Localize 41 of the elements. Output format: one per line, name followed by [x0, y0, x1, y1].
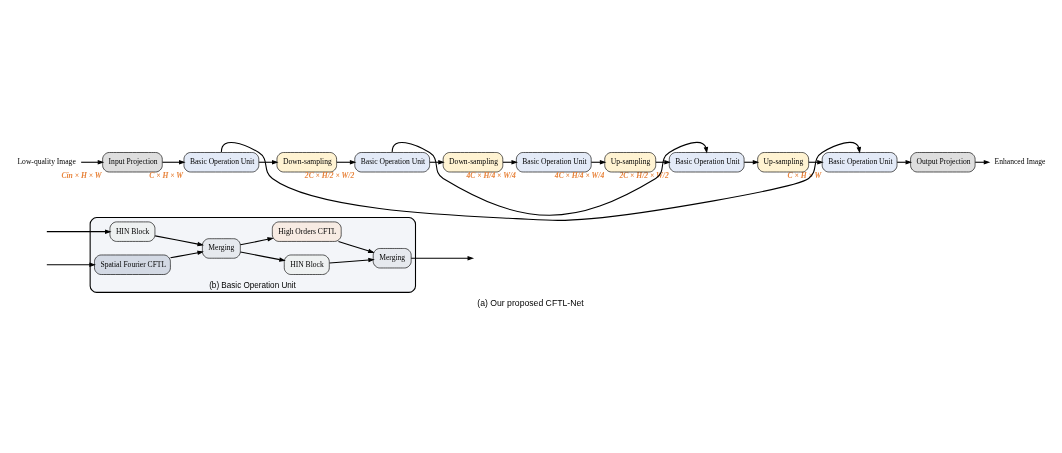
arrow	[743, 160, 760, 165]
node-box: HIN Block	[283, 254, 330, 275]
node-label: Cin × H × W	[61, 170, 102, 180]
arrow	[590, 160, 607, 165]
node-label: 4C × H/4 × W/4	[466, 170, 516, 180]
arrow	[46, 229, 112, 234]
node-label: C × H × W	[149, 170, 184, 180]
arrow	[974, 160, 991, 165]
arrow	[80, 160, 105, 165]
node-label: 4C × H/4 × W/4	[554, 170, 605, 180]
node-box: Output Projection	[910, 152, 976, 173]
arrow	[391, 141, 709, 216]
node-box: Input Projection	[102, 152, 163, 173]
node-box: Up-sampling	[604, 152, 657, 173]
arrow	[154, 235, 204, 247]
caption: (a) Our proposed CFTL-Net	[477, 297, 584, 308]
arrow	[328, 257, 375, 264]
node-box: Down-sampling	[276, 152, 337, 173]
arrow	[239, 251, 286, 262]
arrow	[337, 240, 375, 254]
node-box: High Orders CFTL	[272, 221, 342, 242]
node-box: Basic Operation Unit	[183, 152, 260, 173]
node-box: Up-sampling	[757, 152, 809, 173]
node-box: Basic Operation Unit	[821, 152, 898, 173]
node-box: Basic Operation Unit	[354, 152, 430, 173]
node-text: Low-quality Image	[17, 157, 76, 167]
arrow	[220, 141, 862, 221]
node-label: C × H × W	[787, 170, 822, 180]
node-box: Basic Operation Unit	[516, 152, 592, 173]
arrow	[410, 255, 475, 261]
node-box: Down-sampling	[442, 152, 504, 173]
node-box: Basic Operation Unit	[668, 152, 745, 173]
arrow	[169, 250, 204, 259]
node-box: Merging	[202, 238, 241, 259]
node-label: 2C × H/2 × W/2	[304, 170, 355, 180]
node-box: HIN Block	[109, 221, 156, 242]
node-box: Spatial Fourier CFTL	[94, 254, 171, 275]
node-box: Merging	[372, 248, 412, 269]
node-text: Enhanced Image	[994, 157, 1046, 167]
arrow	[239, 237, 274, 246]
arrow	[46, 262, 96, 268]
